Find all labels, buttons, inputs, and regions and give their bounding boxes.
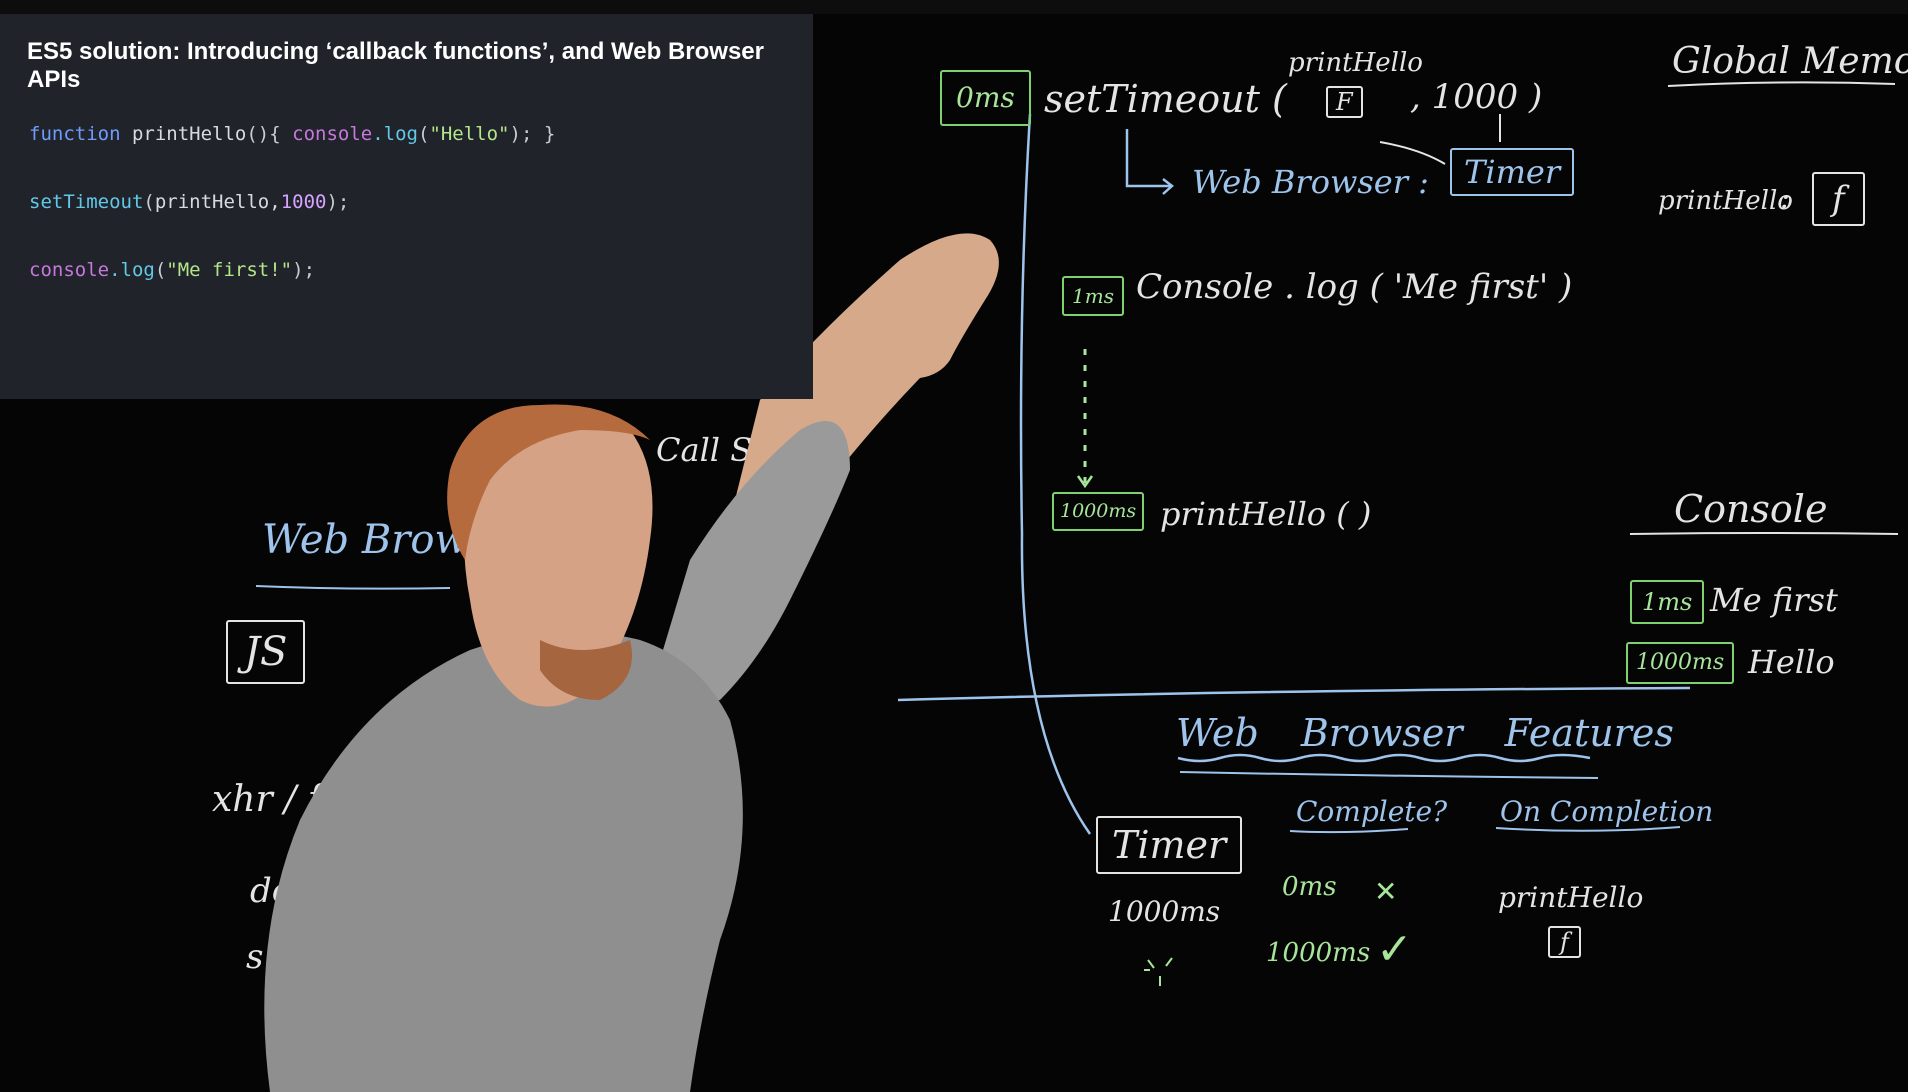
code-panel: ES5 solution: Introducing ‘callback func… (0, 14, 813, 399)
web-browser-underline (255, 585, 451, 590)
xhr-label: xhr / f (212, 779, 322, 820)
settimeout-time-box: 0ms (940, 70, 1031, 126)
call-stack-line (1019, 113, 1092, 835)
console-log-call: Console . log ( 'Me first' ) (1136, 267, 1573, 307)
f-to-timer-arrow (1379, 141, 1446, 165)
complete-row2-time: 1000ms (1266, 938, 1371, 968)
code-string-me-first: "Me first!" (166, 259, 293, 281)
code-settimeout: setTimeout (29, 191, 144, 213)
code-open-paren: ( (154, 259, 167, 281)
code-open-paren: ( (417, 123, 430, 145)
features-timer-box: Timer (1096, 816, 1243, 874)
console-underline (1629, 532, 1899, 535)
global-colon: : (1780, 181, 1791, 216)
features-underline (1179, 771, 1599, 779)
code-close: ); (326, 191, 350, 213)
on-completion-f-box: f (1548, 926, 1581, 958)
code-line-settimeout: setTimeout(printHello,1000); (29, 190, 786, 214)
global-f-box: f (1812, 172, 1865, 226)
global-memory-title: Global Memory (1672, 41, 1908, 82)
code-line-function: function printHello(){ console.log("Hell… (29, 122, 786, 146)
console-row2-text: Hello (1748, 643, 1835, 681)
partial-label-do: do (250, 871, 293, 911)
code-log-method: .log (109, 259, 155, 281)
global-printhello-label: printHello (1658, 186, 1793, 216)
code-delay-number: 1000 (280, 191, 327, 213)
complete-underline (1289, 828, 1409, 834)
complete-header: Complete? (1296, 795, 1448, 828)
features-wavy-underline (1177, 753, 1591, 763)
web-browser-timer-label: Web Browser : (1192, 163, 1429, 201)
printhello-arg-label: printHello (1288, 48, 1423, 78)
code-callback-arg: printHello, (154, 191, 281, 213)
global-memory-underline (1667, 81, 1896, 87)
complete-row1-time: 0ms (1282, 872, 1337, 902)
timer-box: Timer (1450, 148, 1575, 196)
printhello-call: printHello ( ) (1160, 495, 1372, 533)
code-console-object: console (29, 259, 110, 281)
code-function-name: printHello (120, 123, 247, 145)
code-string-hello: "Hello" (429, 123, 510, 145)
code-open-paren: ( (143, 191, 155, 213)
complete-row1-cross: ✕ (1374, 875, 1398, 908)
code-log-method: .log (372, 123, 418, 145)
settimeout-call: setTimeout ( (1044, 77, 1287, 121)
horizontal-divider (897, 686, 1691, 702)
branch-arrow (1125, 129, 1170, 188)
callback-time-box: 1000ms (1052, 492, 1145, 531)
slide-title: ES5 solution: Introducing ‘callback func… (27, 38, 764, 93)
completion-sparkle (1144, 957, 1173, 986)
web-browser-label: Web Browse (262, 517, 513, 563)
console-row2-time: 1000ms (1626, 642, 1735, 684)
video-top-bar (0, 0, 1908, 14)
on-completion-fn: printHello (1498, 881, 1644, 914)
features-duration: 1000ms (1108, 895, 1221, 928)
partial-label-s: s (246, 937, 264, 977)
on-completion-underline (1495, 826, 1681, 832)
console-title: Console (1674, 487, 1828, 531)
code-line-console-log: console.log("Me first!"); (29, 258, 786, 282)
code-keyword: function (29, 123, 121, 145)
code-parens: (){ (246, 123, 293, 145)
console-row1-text: Me first (1710, 581, 1838, 619)
board-strokes (255, 81, 1899, 986)
complete-row2-check: ✓ (1376, 924, 1413, 975)
code-close: ); (292, 259, 316, 281)
dotted-flow-arrow-head (1076, 475, 1094, 489)
on-completion-header: On Completion (1500, 795, 1714, 828)
js-box: JS (226, 620, 306, 684)
code-console-object: console (292, 123, 373, 145)
console-row1-time: 1ms (1630, 580, 1705, 624)
code-close: ); } (509, 123, 556, 145)
branch-arrow-head (1162, 178, 1174, 195)
f-box: F (1326, 86, 1363, 118)
call-stack-label: Call Stack (656, 431, 822, 469)
features-title: Web Browser Features (1176, 711, 1674, 755)
arg-1000: , 1000 ) (1410, 77, 1543, 117)
console-log-time-box: 1ms (1062, 276, 1124, 316)
